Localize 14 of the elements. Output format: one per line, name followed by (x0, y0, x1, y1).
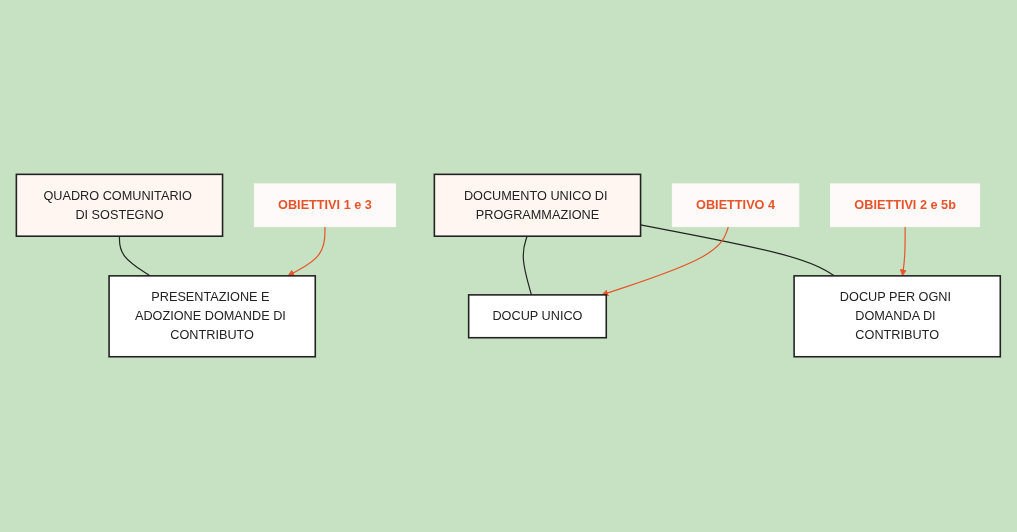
node-box: OBIETTIVO 4 (672, 183, 800, 228)
arrow (287, 226, 326, 277)
arrow (900, 226, 907, 277)
connector (119, 236, 151, 277)
node-box: PRESENTAZIONE E ADOZIONE DOMANDE DI CONTRIBUTO (108, 275, 317, 358)
arrow (601, 226, 730, 297)
node-box: DOCUP PER OGNI DOMANDA DI CONTRIBUTO (793, 275, 1002, 358)
node-box: QUADRO COMUNITARIO DI SOSTEGNO (15, 174, 224, 238)
node-box: DOCUP UNICO (468, 294, 608, 339)
node-box: OBIETTIVI 2 e 5b (830, 183, 981, 228)
node-box: OBIETTIVI 1 e 3 (254, 183, 397, 228)
connector (640, 224, 835, 277)
node-box: DOCUMENTO UNICO DI PROGRAMMAZIONE (433, 174, 642, 238)
connector (522, 236, 533, 296)
